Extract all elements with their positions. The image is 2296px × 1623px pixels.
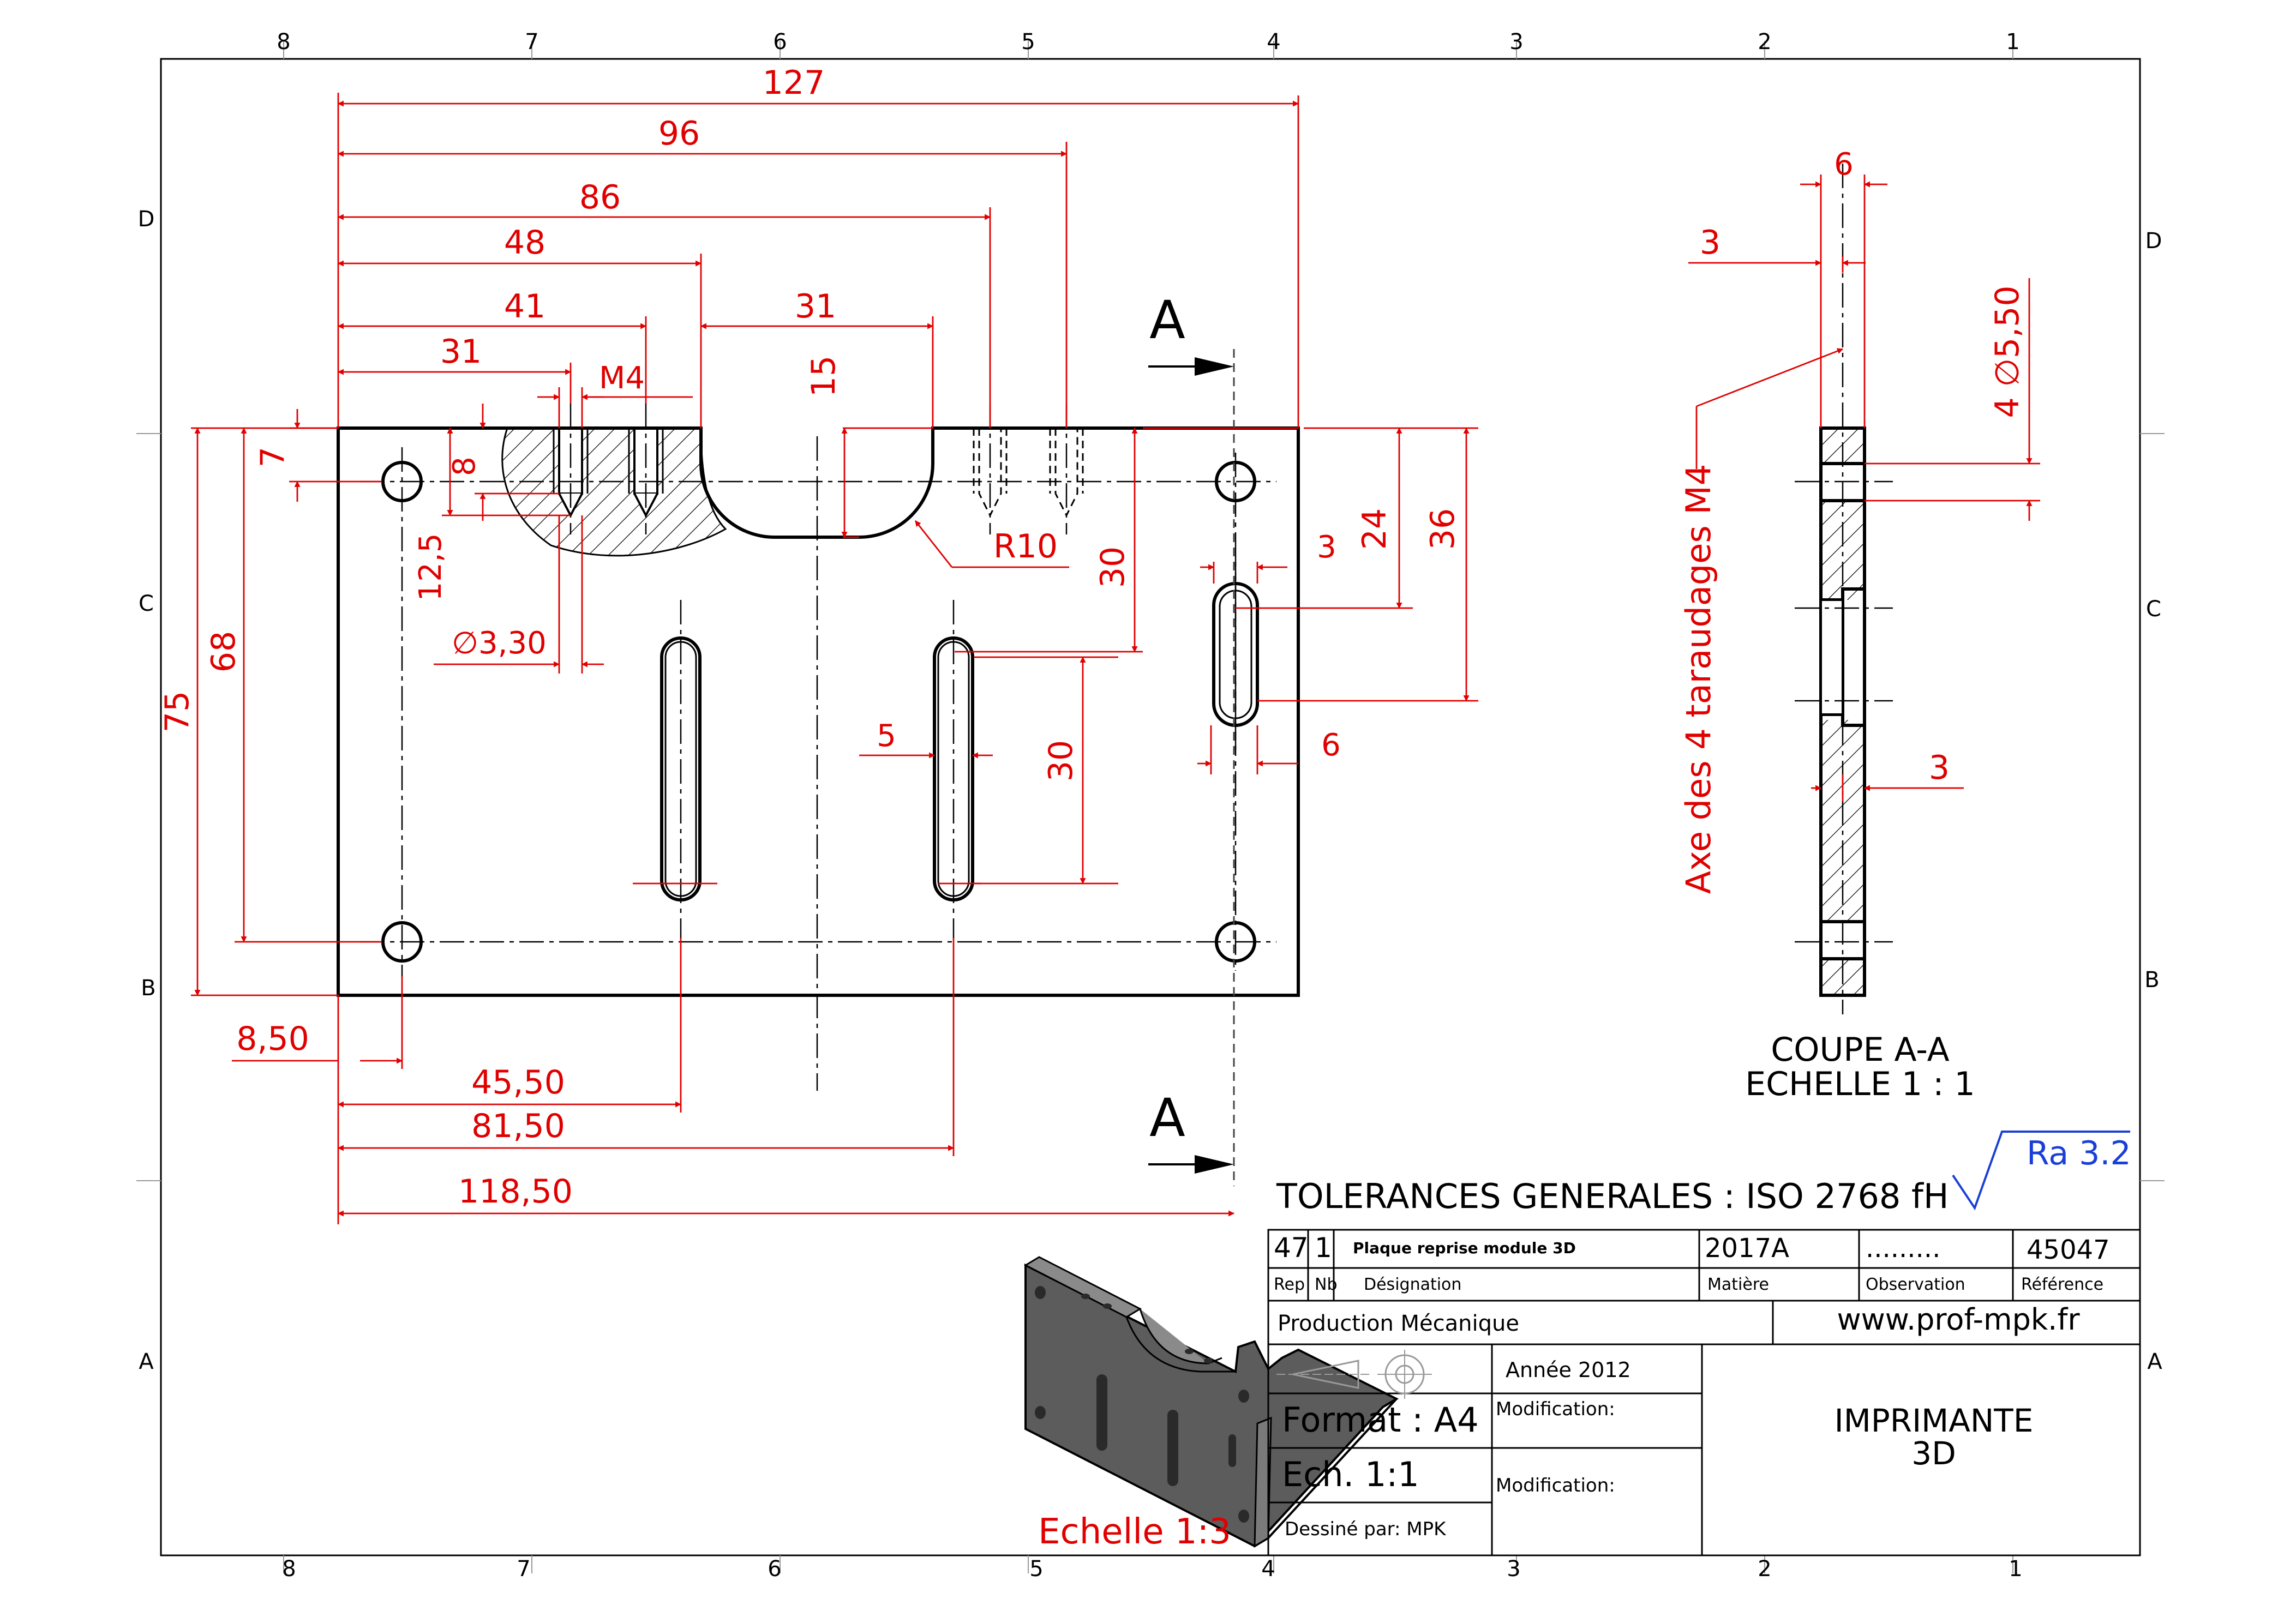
col-label-top: 7	[525, 29, 538, 55]
col-label-top: 6	[773, 29, 787, 55]
annee: Année 2012	[1506, 1358, 1631, 1382]
dim-r10: R10	[993, 527, 1058, 566]
section-dimensions: 6 3 4 ∅5,50 Axe des 4 taraudages M4 3	[1678, 147, 2040, 894]
front-view	[337, 349, 1300, 1186]
title-block: 47 1 Plaque reprise module 3D 2017A ....…	[1267, 1229, 2141, 1556]
row-label-left: D	[138, 207, 155, 232]
format: Format : A4	[1282, 1400, 1479, 1440]
dim-41: 41	[504, 287, 545, 326]
modification-2: Modification:	[1496, 1475, 1615, 1496]
dim-86: 86	[579, 178, 621, 217]
nb-value: 1	[1315, 1232, 1332, 1264]
section-dim-phi-5-50: 4 ∅5,50	[1988, 285, 2027, 418]
drawn-by: Dessiné par: MPK	[1285, 1518, 1447, 1540]
nb-header: Nb	[1315, 1275, 1337, 1294]
dim-127: 127	[763, 64, 825, 102]
col-label-top: 3	[1509, 29, 1523, 55]
sheet-frame: 8 7 6 5 4 3 2 1 8 7 6 5 4 3 2 1 D C B A …	[136, 29, 2165, 1582]
dim-31-left: 31	[440, 333, 482, 371]
dim-30-upper: 30	[1094, 546, 1132, 588]
dim-96: 96	[658, 115, 700, 153]
dim-48: 48	[504, 224, 545, 262]
dim-m4: M4	[599, 360, 645, 396]
dim-7: 7	[254, 447, 292, 467]
col-label-bottom: 7	[517, 1556, 530, 1582]
section-letter: A	[1149, 1087, 1185, 1149]
observation-header: Observation	[1866, 1275, 1965, 1294]
col-label-bottom: 3	[1507, 1556, 1520, 1582]
dim-75: 75	[158, 691, 196, 732]
section-dim-3-top: 3	[1700, 224, 1720, 262]
dim-31-right: 31	[795, 287, 836, 326]
col-label-bottom: 1	[2009, 1556, 2022, 1582]
matiere-header: Matière	[1707, 1275, 1769, 1294]
col-label-top: 1	[2006, 29, 2019, 55]
production-label: Production Mécanique	[1278, 1311, 1519, 1336]
dim-3-side: 3	[1317, 530, 1336, 565]
projection-symbol	[1276, 1350, 1432, 1399]
row-label-right: D	[2145, 229, 2162, 254]
dim-68: 68	[205, 631, 243, 672]
row-label-right: B	[2144, 967, 2159, 993]
website: www.prof-mpk.fr	[1837, 1302, 2080, 1337]
section-marker-top: A	[1148, 290, 1234, 376]
rep-value: 47	[1274, 1232, 1309, 1264]
scale: Ech. 1:1	[1282, 1454, 1419, 1494]
dim-8: 8	[447, 456, 482, 476]
dim-5: 5	[877, 718, 896, 754]
isometric-view	[1023, 1256, 1399, 1548]
observation-value: .........	[1866, 1233, 1940, 1264]
section-scale: ECHELLE 1 : 1	[1745, 1065, 1975, 1103]
col-label-bottom: 8	[282, 1556, 296, 1582]
col-label-bottom: 2	[1758, 1556, 1771, 1582]
section-title: COUPE A-A	[1771, 1031, 1949, 1069]
partial-section-hatch	[501, 427, 727, 557]
roughness-symbol: Ra 3.2	[1952, 1131, 2131, 1211]
dim-30-lower: 30	[1042, 740, 1080, 782]
dim-81-50: 81,50	[471, 1107, 565, 1145]
axe-label: Axe des 4 taraudages M4	[1678, 464, 1718, 894]
section-letter: A	[1149, 290, 1185, 351]
col-label-top: 8	[277, 29, 290, 55]
dim-6-side: 6	[1321, 728, 1341, 763]
col-label-bottom: 6	[768, 1556, 781, 1582]
col-label-top: 5	[1021, 29, 1035, 55]
dim-12-5: 12,5	[413, 533, 448, 602]
col-label-bottom: 5	[1029, 1556, 1043, 1582]
dim-118-50: 118,50	[458, 1173, 573, 1211]
front-dimensions: 127 96 86 48 41 31 M4 31 15	[158, 64, 1478, 1224]
drawing-title-line2: 3D	[1911, 1435, 1956, 1472]
dim-15: 15	[805, 356, 843, 397]
dim-phi-3-30: ∅3,30	[452, 626, 546, 661]
section-dim-3-bottom: 3	[1929, 749, 1950, 787]
modification-1: Modification:	[1496, 1398, 1615, 1420]
dim-36: 36	[1424, 508, 1462, 550]
designation-header: Désignation	[1364, 1275, 1461, 1294]
row-label-left: C	[139, 591, 154, 616]
drawing-title-line1: IMPRIMANTE	[1835, 1402, 2034, 1439]
reference-value: 45047	[2027, 1235, 2110, 1265]
col-label-top: 2	[1758, 29, 1771, 55]
section-view	[1795, 164, 1893, 1014]
reference-header: Référence	[2021, 1275, 2103, 1294]
col-label-bottom: 4	[1261, 1556, 1275, 1582]
row-label-left: A	[139, 1349, 154, 1374]
row-label-right: C	[2146, 597, 2161, 622]
dim-45-50: 45,50	[471, 1063, 565, 1102]
row-label-right: A	[2147, 1349, 2162, 1374]
dim-8-50: 8,50	[236, 1020, 309, 1058]
dim-24: 24	[1356, 508, 1394, 550]
section-dim-6: 6	[1834, 147, 1854, 182]
section-marker-bottom: A	[1148, 1087, 1234, 1174]
rep-header: Rep	[1274, 1275, 1305, 1294]
col-label-top: 4	[1267, 29, 1280, 55]
designation-value: Plaque reprise module 3D	[1353, 1239, 1576, 1257]
general-tolerances: TOLERANCES GENERALES : ISO 2768 fH	[1276, 1176, 1949, 1216]
roughness-value: Ra 3.2	[2027, 1134, 2131, 1173]
matiere-value: 2017A	[1705, 1233, 1789, 1264]
iso-scale-label: Echelle 1:3	[1038, 1512, 1231, 1552]
row-label-left: B	[141, 976, 155, 1001]
center-lines	[360, 404, 1276, 1091]
